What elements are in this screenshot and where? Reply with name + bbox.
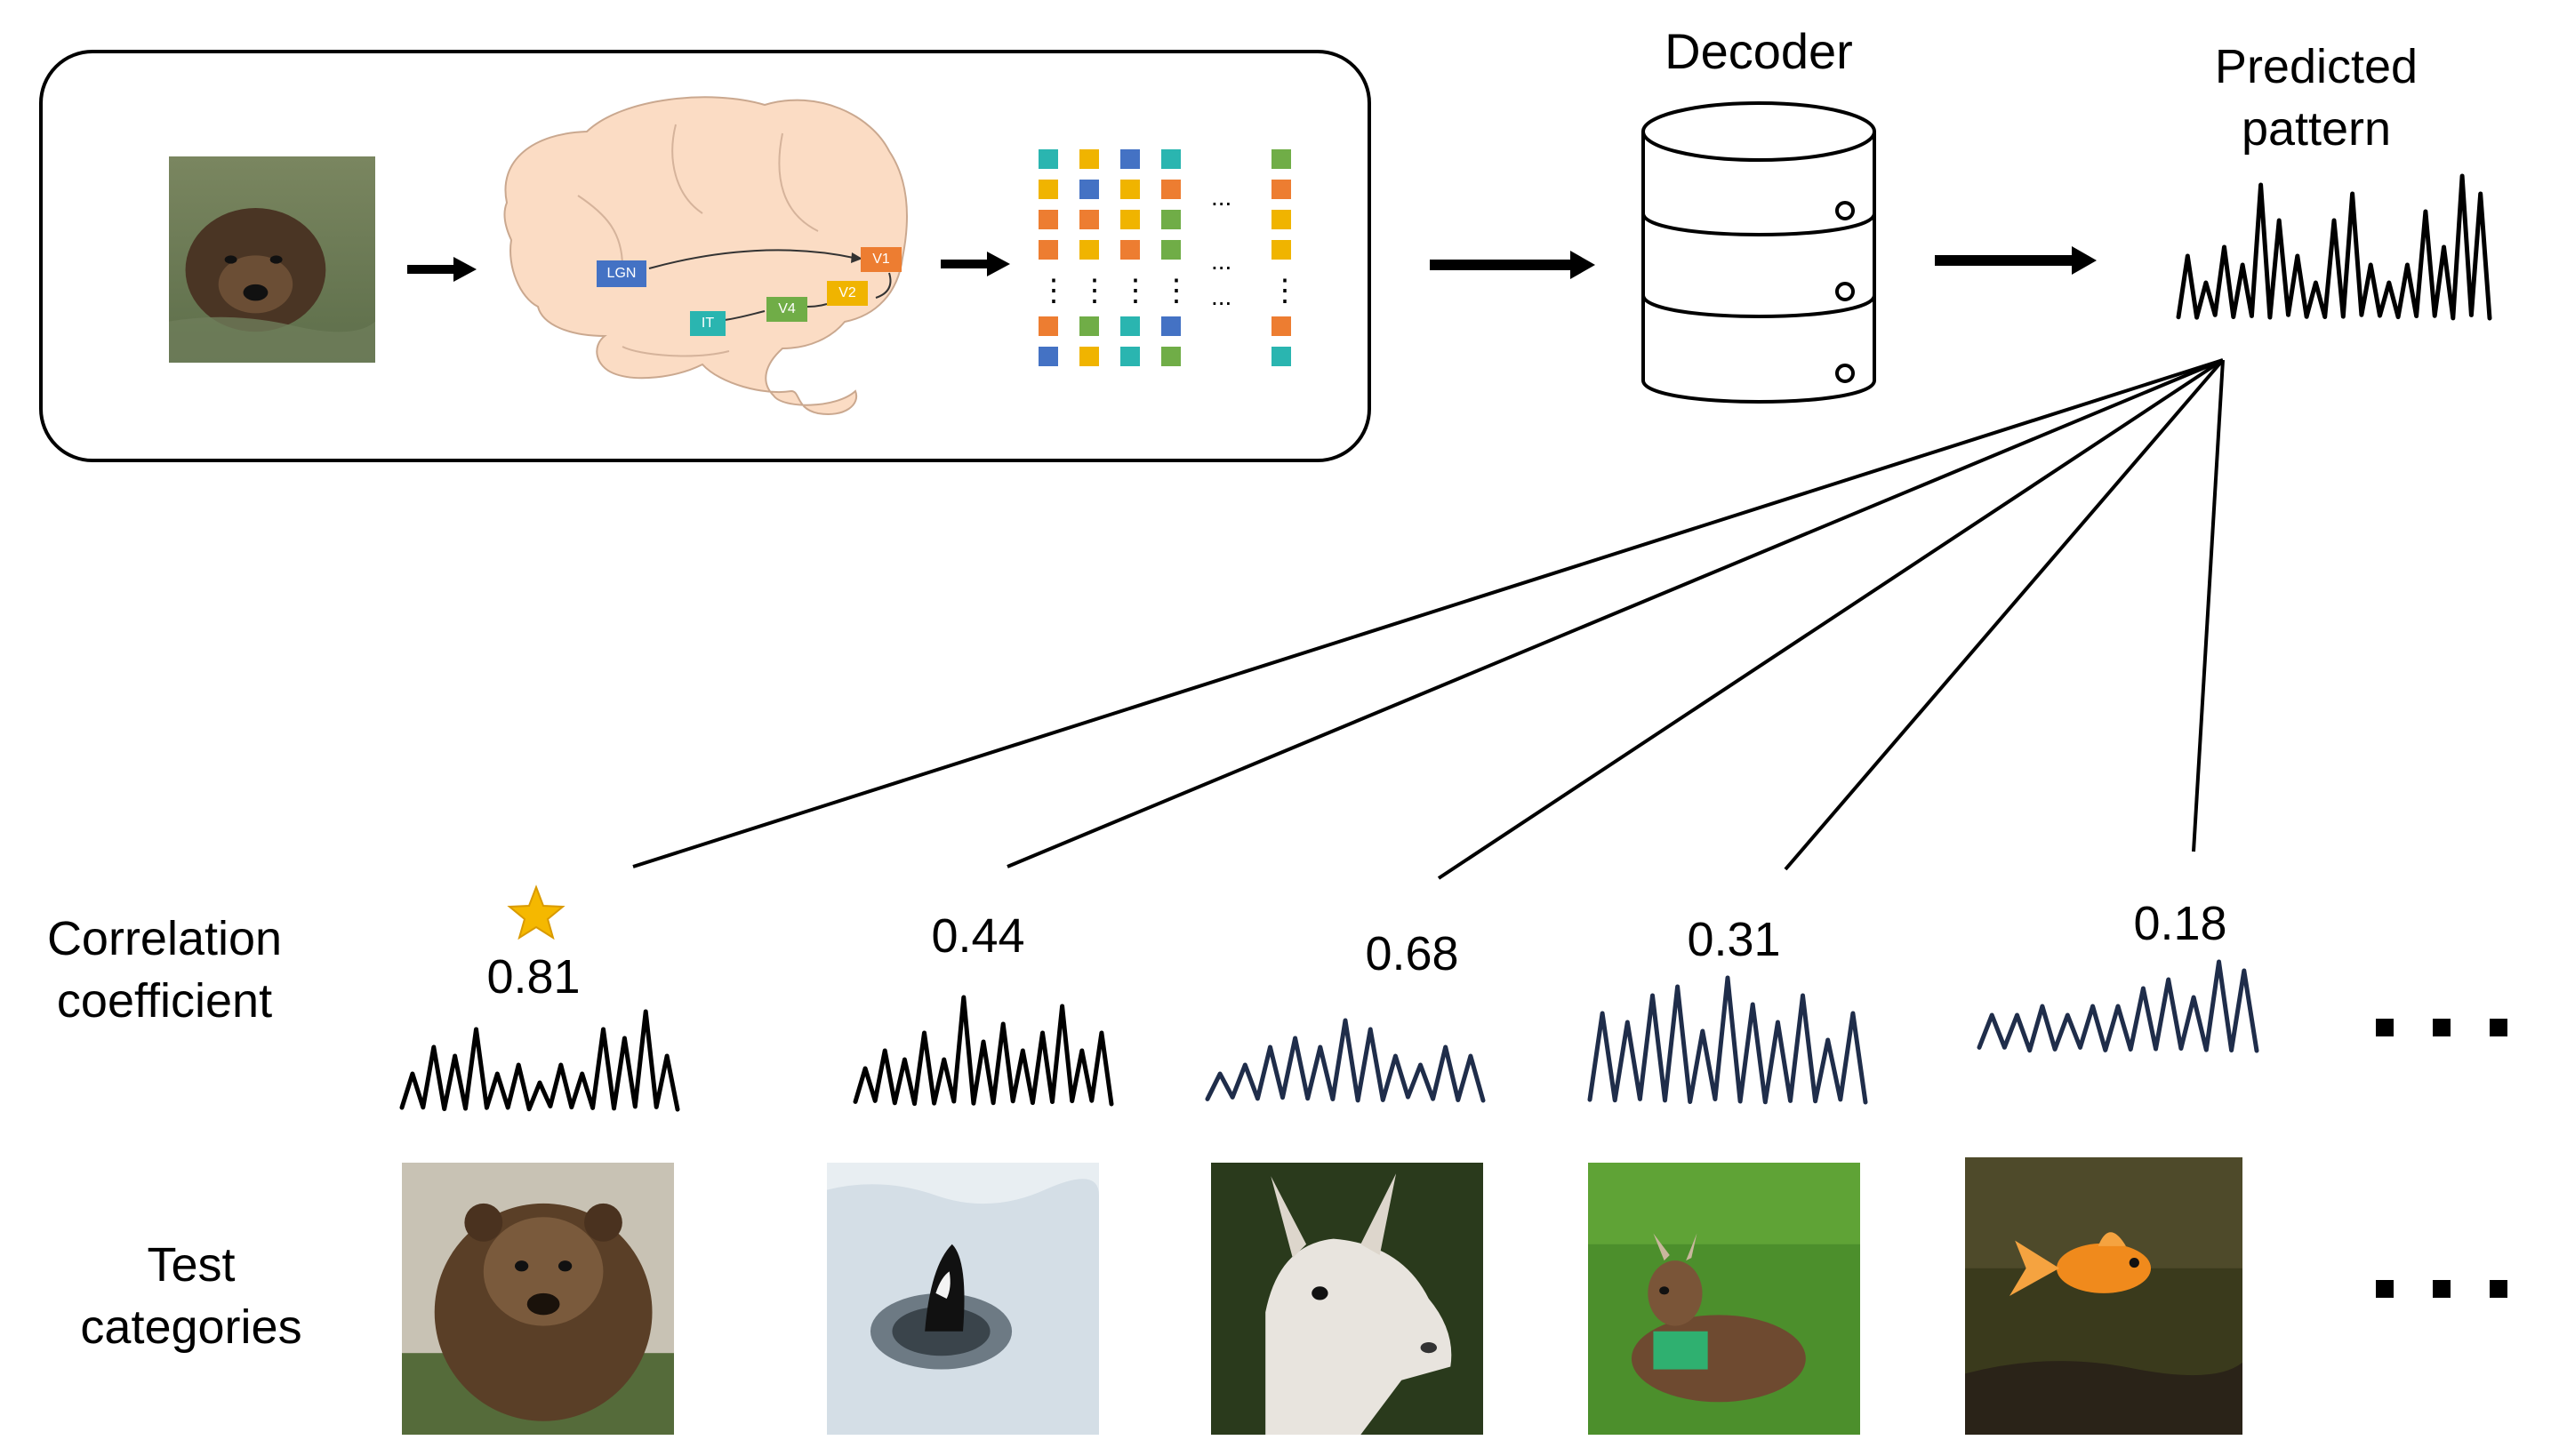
matrix-cell <box>1271 149 1291 169</box>
matrix-cell <box>1271 347 1291 366</box>
waveform-goldfish <box>1977 959 2259 1053</box>
matrix-cell <box>1079 347 1099 366</box>
test-label-line1: Test <box>147 1238 236 1292</box>
line-to-bear <box>632 358 2224 868</box>
matrix-cell <box>1271 210 1291 229</box>
score-orca: 0.44 <box>931 909 1025 963</box>
matrix-cell <box>1271 316 1291 336</box>
matrix-ellipsis-1: ... <box>1211 183 1232 211</box>
matrix-cell <box>1039 240 1058 260</box>
predicted-pattern-waveform <box>2176 173 2492 321</box>
arrow-panel-to-decoder <box>1430 251 1595 279</box>
matrix-cell <box>1079 240 1099 260</box>
matrix-cell <box>1161 316 1181 336</box>
matrix-cell <box>1161 210 1181 229</box>
matrix-cell <box>1161 180 1181 199</box>
test-image-orca <box>827 1163 1099 1435</box>
matrix-cell <box>1161 149 1181 169</box>
correlation-label-line2: coefficient <box>56 974 273 1028</box>
score-llama: 0.68 <box>1365 927 1459 980</box>
matrix-cell <box>1120 240 1140 260</box>
test-image-goat <box>1588 1163 1860 1435</box>
matrix-cell <box>1120 180 1140 199</box>
matrix-ellipsis-3: ... <box>1211 283 1232 310</box>
matrix-cell <box>1271 180 1291 199</box>
line-to-goat <box>1784 358 2225 871</box>
matrix-vdots-3: ⋮ <box>1120 274 1151 308</box>
more-candidates-ellipsis-bottom <box>2376 1280 2507 1298</box>
stimulus-image-bear <box>169 156 375 363</box>
waveform-orca <box>853 995 1114 1107</box>
matrix-cell <box>1120 149 1140 169</box>
matrix-vdots-2: ⋮ <box>1079 274 1110 308</box>
line-to-orca <box>1007 358 2224 868</box>
matrix-cell <box>1120 347 1140 366</box>
more-candidates-ellipsis-top <box>2376 1019 2507 1036</box>
test-image-llama <box>1211 1163 1483 1435</box>
database-icon <box>1641 101 1876 404</box>
test-label-line2: categories <box>80 1300 302 1354</box>
matrix-cell <box>1271 240 1291 260</box>
matrix-cell <box>1161 240 1181 260</box>
matrix-cell <box>1079 149 1099 169</box>
matrix-vdots-5: ⋮ <box>1270 274 1300 308</box>
brain-area-v4: V4 <box>766 297 807 322</box>
line-to-llama <box>1437 358 2225 880</box>
arrow-image-to-brain <box>407 257 477 282</box>
matrix-cell <box>1039 316 1058 336</box>
waveform-bear <box>399 1009 680 1112</box>
brain-area-lgn: LGN <box>597 260 646 287</box>
correlation-label-line1: Correlation <box>46 912 283 965</box>
matrix-cell <box>1039 149 1058 169</box>
matrix-cell <box>1039 180 1058 199</box>
line-to-goldfish <box>2192 359 2225 852</box>
matrix-cell <box>1120 210 1140 229</box>
brain-area-v1: V1 <box>861 247 902 272</box>
score-goat: 0.31 <box>1687 913 1781 966</box>
brain-illustration <box>503 96 908 415</box>
matrix-cell <box>1039 347 1058 366</box>
score-bear: 0.81 <box>486 950 581 1004</box>
encoding-panel-frame <box>39 50 1371 462</box>
arrow-decoder-to-pattern <box>1935 246 2097 275</box>
waveform-goat <box>1587 975 1868 1105</box>
brain-area-v2: V2 <box>827 281 868 306</box>
matrix-cell <box>1161 347 1181 366</box>
matrix-ellipsis-2: ... <box>1211 247 1232 275</box>
predicted-label-line1: Predicted <box>2214 40 2419 93</box>
score-goldfish: 0.18 <box>2133 897 2227 950</box>
matrix-cell <box>1079 210 1099 229</box>
test-image-bear <box>402 1163 674 1435</box>
test-image-goldfish <box>1965 1157 2242 1435</box>
star-icon <box>507 884 566 940</box>
brain-area-it: IT <box>690 311 726 336</box>
arrow-brain-to-matrix <box>941 252 1010 276</box>
waveform-llama <box>1205 1018 1486 1103</box>
matrix-cell <box>1039 210 1058 229</box>
predicted-label-line2: pattern <box>2241 102 2392 156</box>
matrix-cell <box>1079 316 1099 336</box>
matrix-cell <box>1120 316 1140 336</box>
neural-response-matrix <box>1039 149 1291 366</box>
comparison-lines <box>632 358 2225 880</box>
decoder-label: Decoder <box>1665 23 1853 79</box>
matrix-cell <box>1079 180 1099 199</box>
matrix-vdots-1: ⋮ <box>1039 274 1069 308</box>
matrix-vdots-4: ⋮ <box>1161 274 1191 308</box>
